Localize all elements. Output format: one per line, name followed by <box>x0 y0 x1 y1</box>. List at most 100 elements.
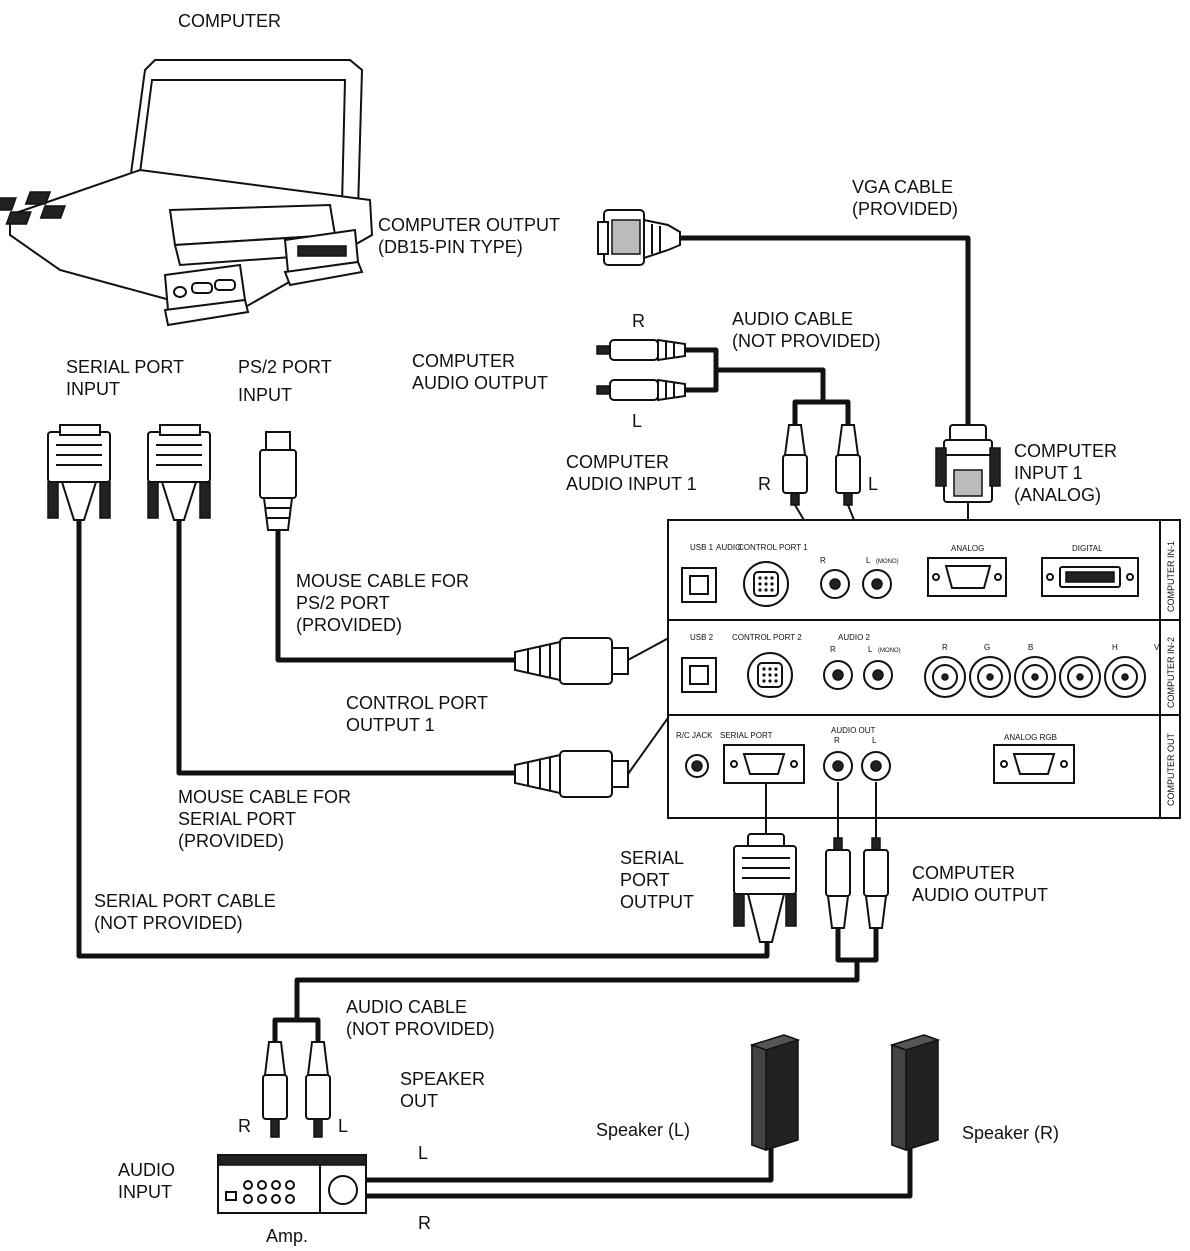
mouse-cable-ps2 <box>275 530 515 663</box>
amplifier <box>217 1154 367 1214</box>
label-serial-port-output-3: OUTPUT <box>620 892 694 912</box>
label-l-speaker-wire: L <box>418 1143 428 1163</box>
panel-b2: B <box>1028 643 1033 652</box>
label-speaker-r: Speaker (R) <box>962 1123 1059 1143</box>
panel-g2: G <box>984 643 990 652</box>
panel-mono1: (MONO) <box>876 559 899 565</box>
panel-analog-rgb: ANALOG RGB <box>1004 733 1057 742</box>
panel-v2: V <box>1154 643 1160 652</box>
panel-control1: CONTROL PORT 1 <box>738 543 808 552</box>
label-r-speaker-wire: R <box>418 1213 431 1233</box>
panel-h2: H <box>1112 643 1118 652</box>
label-vga-cable-1: VGA CABLE <box>852 177 953 197</box>
rca-plug-out-l <box>863 837 889 929</box>
label-computer-input1-1: COMPUTER <box>1014 441 1117 461</box>
label-comp-audio-out-bottom-1: COMPUTER <box>912 863 1015 883</box>
label-l-top: L <box>632 411 642 431</box>
label-mouse-cable-serial-1: MOUSE CABLE FOR <box>178 787 351 807</box>
serial-port-cable <box>76 520 770 959</box>
label-mouse-cable-ps2-3: (PROVIDED) <box>296 615 402 635</box>
label-mouse-cable-ps2-1: MOUSE CABLE FOR <box>296 571 469 591</box>
audio-cable-top-merge <box>685 347 719 393</box>
vga-connector-computer <box>597 209 681 266</box>
label-comp-audio-input1-2: AUDIO INPUT 1 <box>566 474 697 494</box>
label-r-mid: R <box>758 474 771 494</box>
control-port-plug-2 <box>514 750 629 798</box>
label-computer-output-1: COMPUTER OUTPUT <box>378 215 560 235</box>
panel-control2: CONTROL PORT 2 <box>732 633 802 642</box>
label-r-amp: R <box>238 1116 251 1136</box>
label-audio-input-1: AUDIO <box>118 1160 175 1180</box>
label-control-port-output-2: OUTPUT 1 <box>346 715 435 735</box>
control-port-plug-1 <box>514 637 629 685</box>
panel-usb1: USB 1 <box>690 543 714 552</box>
laptop-illustration <box>0 59 374 327</box>
rca-plug-mid-r <box>782 424 808 506</box>
panel-mono2: (MONO) <box>878 648 901 654</box>
label-mouse-cable-serial-2: SERIAL PORT <box>178 809 296 829</box>
panel-digital: DIGITAL <box>1072 544 1103 553</box>
label-audio-cable-bottom-2: (NOT PROVIDED) <box>346 1019 495 1039</box>
bnc-4-jack[interactable] <box>1059 656 1101 698</box>
label-vga-cable-2: (PROVIDED) <box>852 199 958 219</box>
bnc-b-jack[interactable] <box>1014 656 1056 698</box>
speaker-wire-r <box>366 1145 913 1199</box>
label-l-mid: L <box>868 474 878 494</box>
label-speaker-out-1: SPEAKER <box>400 1069 485 1089</box>
label-speaker-l: Speaker (L) <box>596 1120 690 1140</box>
label-serial-port-input-1: SERIAL PORT <box>66 357 184 377</box>
panel-audio-out: AUDIO OUT <box>831 726 876 735</box>
panel-side-out: COMPUTER OUT <box>1166 733 1176 807</box>
serial-connector-output <box>733 833 797 943</box>
label-comp-audio-out-bottom-2: AUDIO OUTPUT <box>912 885 1048 905</box>
label-comp-audio-input1-1: COMPUTER <box>566 452 669 472</box>
label-l-amp: L <box>338 1116 348 1136</box>
label-r-top: R <box>632 311 645 331</box>
audio-cable-bottom <box>272 928 879 1042</box>
rca-plug-top-l <box>596 378 686 402</box>
panel-analog: ANALOG <box>951 544 984 553</box>
rca-plug-amp-l <box>305 1041 331 1138</box>
label-serial-port-output-1: SERIAL <box>620 848 684 868</box>
bnc-g-jack[interactable] <box>969 656 1011 698</box>
label-audio-cable-top-2: (NOT PROVIDED) <box>732 331 881 351</box>
rca-plug-out-r <box>825 837 851 929</box>
label-mouse-cable-serial-3: (PROVIDED) <box>178 831 284 851</box>
label-serial-port-output-2: PORT <box>620 870 670 890</box>
rca-plug-amp-r <box>262 1041 288 1138</box>
panel-r3: R <box>834 736 840 745</box>
panel-side-in2: COMPUTER IN-2 <box>1166 637 1176 708</box>
vga-connector-projector <box>935 424 1001 503</box>
label-audio-cable-top-1: AUDIO CABLE <box>732 309 853 329</box>
serial-connector-1 <box>47 424 111 521</box>
panel-serial: SERIAL PORT <box>720 731 773 740</box>
serial-connector-2 <box>147 424 211 521</box>
panel-l1: L <box>866 556 871 565</box>
label-amp: Amp. <box>266 1226 308 1246</box>
label-ps2-port-input-2: INPUT <box>238 385 292 405</box>
vga-cable <box>680 235 971 435</box>
label-computer: COMPUTER <box>178 11 281 31</box>
panel-l3: L <box>872 736 877 745</box>
label-ps2-port-input-1: PS/2 PORT <box>238 357 332 377</box>
bnc-h-jack[interactable] <box>1104 656 1146 698</box>
label-control-port-output-1: CONTROL PORT <box>346 693 488 713</box>
bnc-r-jack[interactable] <box>924 656 966 698</box>
rca-plug-top-r <box>596 338 686 362</box>
panel-audio1: AUDIO <box>716 543 741 552</box>
projector-panel: USB 1 AUDIO CONTROL PORT 1 R L (MONO) AN… <box>667 519 1181 819</box>
panel-r2-small: R <box>830 645 836 654</box>
mouse-cable-serial <box>176 520 515 776</box>
speaker-wire-l <box>366 1145 774 1183</box>
speaker-right <box>889 1034 941 1152</box>
audio-cable-top <box>716 367 851 425</box>
label-computer-output-2: (DB15-PIN TYPE) <box>378 237 523 257</box>
panel-l2-small: L <box>868 645 873 654</box>
label-audio-input-2: INPUT <box>118 1182 172 1202</box>
label-serial-port-input-2: INPUT <box>66 379 120 399</box>
label-serial-port-cable-1: SERIAL PORT CABLE <box>94 891 276 911</box>
label-comp-audio-out-top-1: COMPUTER <box>412 351 515 371</box>
speaker-left <box>749 1034 801 1152</box>
label-computer-input1-3: (ANALOG) <box>1014 485 1101 505</box>
